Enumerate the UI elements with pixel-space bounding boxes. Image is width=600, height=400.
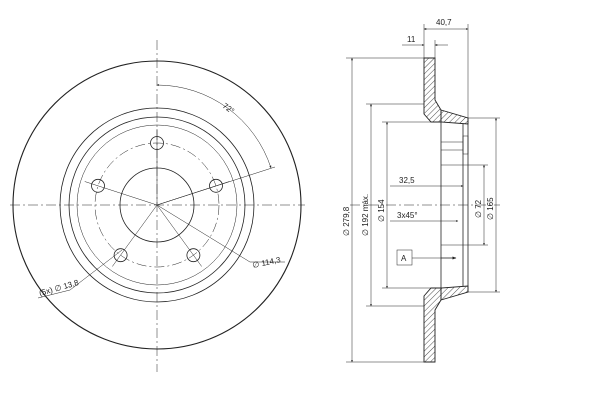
bolt-hole-centerline — [156, 204, 202, 267]
pcd-label: ∅ 114,3 — [252, 255, 282, 270]
pcd-leader — [156, 204, 251, 263]
section-lower-ring — [423, 287, 442, 363]
hub-diameter-label: ∅ 165 — [486, 197, 495, 220]
angle-arc — [156, 84, 272, 169]
bolt-hole-label: (5x) ∅ 13,8 — [38, 278, 80, 298]
section-upper-ring — [423, 57, 442, 123]
chamfer-label: 3x45° — [397, 211, 418, 220]
front-view: 72° ∅ 114,3 (5x) ∅ 13,8 — [10, 40, 305, 372]
bolt-hole-centerline — [112, 204, 158, 267]
bolt-hole-leader-tail — [37, 289, 71, 299]
bolt-hole — [186, 248, 201, 263]
disc-thickness-label: 11 — [407, 35, 416, 44]
hub-step — [462, 135, 469, 155]
angle-label: 72° — [221, 101, 236, 115]
bolt-hole — [113, 248, 128, 263]
bolt-hole — [209, 178, 223, 193]
hat-diameter-label: ∅ 154 — [377, 199, 386, 222]
datum-label: A — [401, 254, 407, 263]
angle-radial-line — [156, 166, 276, 206]
bolt-hole — [91, 178, 105, 193]
width-total-label: 40,7 — [436, 18, 452, 27]
datum-box — [396, 249, 413, 266]
bolt-hole-leader — [69, 249, 123, 291]
center-bore-label: ∅ 72 — [474, 199, 483, 218]
hat-depth-label: 32,5 — [399, 176, 415, 185]
bolt-hole-centerline — [84, 181, 158, 206]
section-hat-lower — [440, 285, 469, 301]
section-view: ∅ 279,8 ∅ 192 máx. ∅ 154 ∅ 72 ∅ 165 40,7… — [342, 18, 500, 363]
max-diameter-label: ∅ 192 máx. — [361, 194, 370, 236]
section-hat-upper — [440, 109, 469, 125]
outer-diameter-label: ∅ 279,8 — [342, 206, 351, 236]
